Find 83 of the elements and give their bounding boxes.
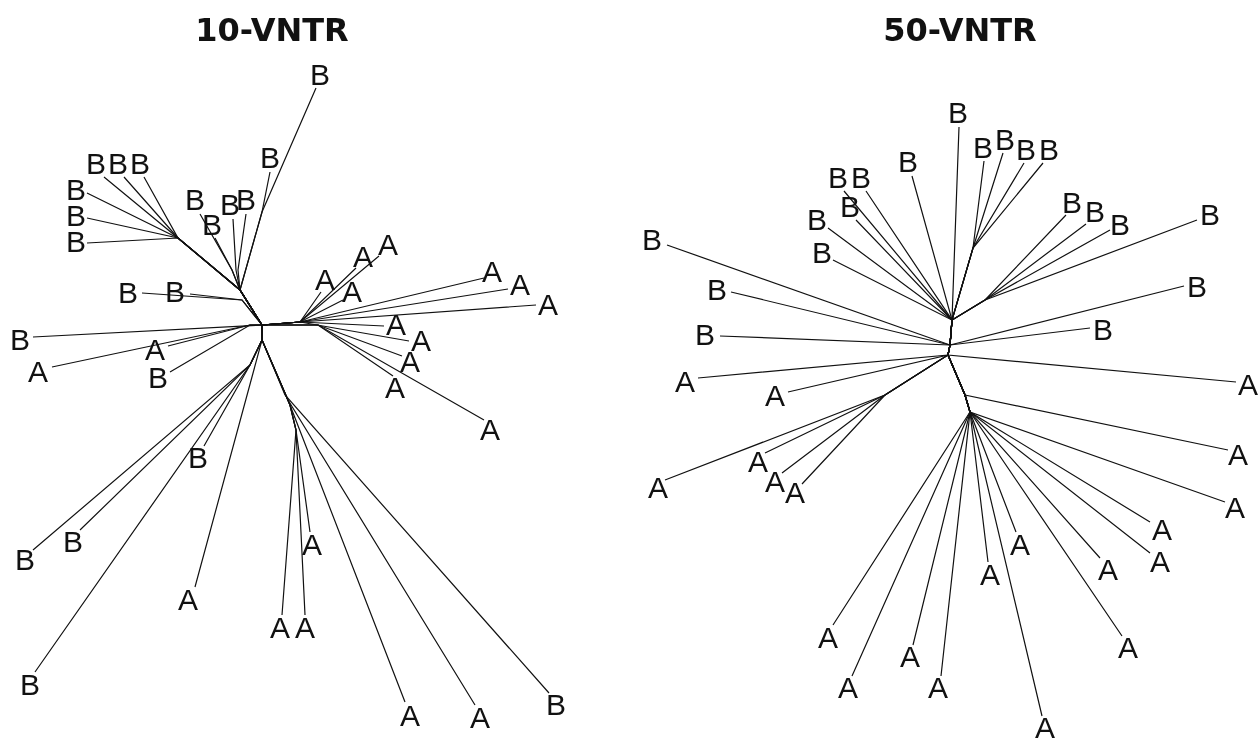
leaf-label: A (315, 267, 335, 293)
leaf-label: A (28, 359, 48, 385)
tree-branch (189, 293, 263, 326)
leaf-label: B (546, 692, 566, 718)
leaf-label: B (898, 149, 918, 175)
leaf-label: B (851, 165, 871, 191)
leaf-label: A (648, 475, 668, 501)
leaf-label: A (342, 279, 362, 305)
leaf-label: A (378, 232, 398, 258)
leaf-label: B (642, 227, 662, 253)
leaf-label: B (260, 145, 280, 171)
leaf-label: A (270, 615, 290, 641)
tree-branch (949, 327, 1091, 346)
leaf-label: B (118, 280, 138, 306)
leaf-label: B (130, 151, 150, 177)
leaf-label: B (995, 127, 1015, 153)
leaf-label: B (1187, 274, 1207, 300)
leaf-label: A (302, 532, 322, 558)
tree-branch (940, 344, 971, 677)
leaf-label: B (973, 135, 993, 161)
tree-branch (949, 219, 1198, 346)
leaf-label: B (1200, 202, 1220, 228)
leaf-label: A (538, 292, 558, 318)
leaf-label: A (675, 369, 695, 395)
tree-branch (666, 244, 951, 346)
leaf-label: A (928, 675, 948, 701)
leaf-label: B (1085, 199, 1105, 225)
leaf-label: A (900, 644, 920, 670)
leaf-label: B (812, 240, 832, 266)
leaf-label: A (1118, 635, 1138, 661)
leaf-label: A (400, 703, 420, 729)
leaf-label: A (1152, 517, 1172, 543)
leaf-label: B (310, 62, 330, 88)
leaf-label: B (1016, 137, 1036, 163)
leaf-label: B (20, 672, 40, 698)
leaf-label: B (807, 207, 827, 233)
leaf-label: B (86, 151, 106, 177)
leaf-label: A (386, 312, 406, 338)
leaf-label: A (980, 562, 1000, 588)
leaf-label: B (828, 165, 848, 191)
leaf-label: A (470, 705, 490, 731)
leaf-label: A (510, 272, 530, 298)
tree-branch (169, 324, 263, 373)
leaf-label: B (1110, 212, 1130, 238)
leaf-label: B (1039, 137, 1059, 163)
leaf-label: B (188, 445, 208, 471)
leaf-label: A (1150, 549, 1170, 575)
leaf-label: B (1062, 190, 1082, 216)
leaf-label: B (948, 100, 968, 126)
leaf-label: B (10, 327, 30, 353)
leaf-label: A (1225, 495, 1245, 521)
leaf-label: B (66, 229, 86, 255)
leaf-label: B (1093, 317, 1113, 343)
leaf-label: A (353, 244, 373, 270)
leaf-label: A (765, 383, 785, 409)
leaf-label: B (63, 529, 83, 555)
leaf-label: B (695, 322, 715, 348)
leaf-label: A (1035, 715, 1055, 741)
tree-title: 10-VNTR (195, 11, 349, 49)
leaf-label: A (818, 625, 838, 651)
leaf-label: B (15, 547, 35, 573)
leaf-label: A (838, 675, 858, 701)
leaf-label: A (295, 615, 315, 641)
leaf-label: B (108, 151, 128, 177)
leaf-label: A (748, 449, 768, 475)
tree-title: 50-VNTR (883, 11, 1037, 49)
leaf-label: A (482, 259, 502, 285)
leaf-label: A (178, 587, 198, 613)
leaf-label: B (707, 277, 727, 303)
leaf-label: A (1010, 532, 1030, 558)
leaf-label: B (66, 177, 86, 203)
leaf-label: A (385, 375, 405, 401)
leaf-label: A (1228, 442, 1248, 468)
leaf-label: A (1098, 557, 1118, 583)
leaf-label: B (66, 203, 86, 229)
leaf-label: A (480, 417, 500, 443)
leaf-label: B (185, 187, 205, 213)
leaf-label: A (1238, 372, 1258, 398)
leaf-label: B (202, 212, 222, 238)
tree-branch (719, 335, 951, 346)
leaf-label: B (148, 365, 168, 391)
leaf-label: B (840, 194, 860, 220)
leaf-label: A (785, 480, 805, 506)
